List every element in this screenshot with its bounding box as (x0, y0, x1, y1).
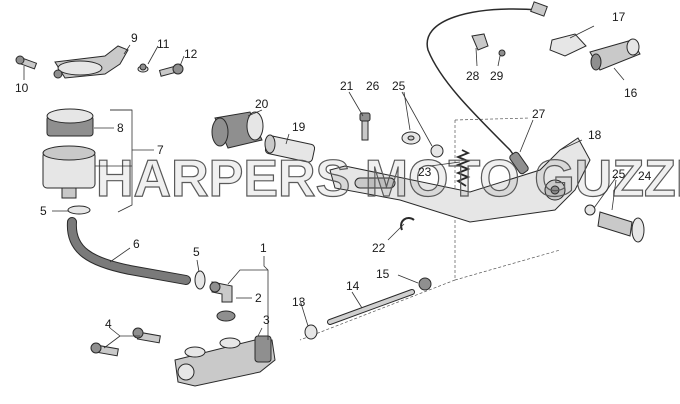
reservoir-bracket (53, 45, 129, 79)
callout-11: 11 (157, 37, 170, 51)
callout-5-top: 5 (40, 204, 47, 218)
reservoir-cap (46, 108, 94, 137)
brake-light-cable (426, 1, 548, 175)
washer-11 (137, 63, 149, 73)
callout-2: 2 (255, 291, 262, 305)
callout-3: 3 (263, 313, 270, 327)
banjo-fitting (209, 281, 236, 322)
callout-labels: 1 2 3 4 5 5 6 7 8 9 10 11 12 13 14 15 16… (15, 10, 652, 331)
callout-14: 14 (346, 279, 360, 293)
callout-28: 28 (466, 69, 480, 83)
leader-lines (23, 25, 625, 349)
bolt-10 (15, 55, 38, 70)
watermark-text: HARPERS MOTO GUZZI (96, 150, 680, 208)
callout-7: 7 (157, 143, 164, 157)
callout-10: 10 (15, 81, 29, 95)
screw-29 (498, 49, 506, 57)
callout-17: 17 (612, 10, 626, 24)
brake-hose (66, 217, 191, 285)
callout-21: 21 (340, 79, 354, 93)
pivot-bolt-24 (597, 211, 645, 243)
callout-9: 9 (131, 31, 138, 45)
callout-25-top: 25 (392, 79, 406, 93)
callout-29: 29 (490, 69, 504, 83)
cable-clip-28 (471, 33, 489, 51)
washer-26 (401, 131, 421, 145)
screw-12 (158, 63, 184, 77)
pedal-rubber (211, 111, 264, 149)
bolts-4 (90, 327, 161, 357)
clip-22 (400, 217, 415, 231)
callout-1: 1 (260, 241, 267, 255)
callout-26: 26 (366, 79, 380, 93)
bolt-21 (359, 112, 371, 141)
oring-25-a (430, 144, 444, 158)
callout-19: 19 (292, 120, 306, 134)
bracket-17 (549, 33, 587, 57)
callout-6: 6 (133, 237, 140, 251)
push-rod-14 (327, 289, 415, 325)
clip-5-top (67, 205, 91, 215)
pivot-16 (589, 38, 641, 71)
callout-8: 8 (117, 121, 124, 135)
return-spring (455, 149, 471, 187)
nut-15 (418, 277, 432, 291)
callout-20: 20 (255, 97, 269, 111)
callout-4: 4 (105, 317, 112, 331)
callout-24: 24 (638, 169, 652, 183)
callout-12: 12 (184, 47, 198, 61)
callout-25-right: 25 (612, 167, 626, 181)
fluid-reservoir (42, 145, 96, 199)
clip-5-bottom (194, 270, 206, 290)
callout-23: 23 (418, 165, 432, 179)
callout-27: 27 (532, 107, 546, 121)
callout-15: 15 (376, 267, 390, 281)
callout-5-bottom: 5 (193, 245, 200, 259)
ring-13 (304, 324, 318, 340)
brake-pedal-arm (329, 137, 591, 223)
callout-13: 13 (292, 295, 306, 309)
oring-25-b (584, 204, 596, 216)
pedal-peg (264, 134, 316, 163)
callout-16: 16 (624, 86, 638, 100)
callout-22: 22 (372, 241, 386, 255)
callout-18: 18 (588, 128, 602, 142)
assembly-lines (299, 117, 561, 341)
master-cylinder (174, 335, 276, 387)
